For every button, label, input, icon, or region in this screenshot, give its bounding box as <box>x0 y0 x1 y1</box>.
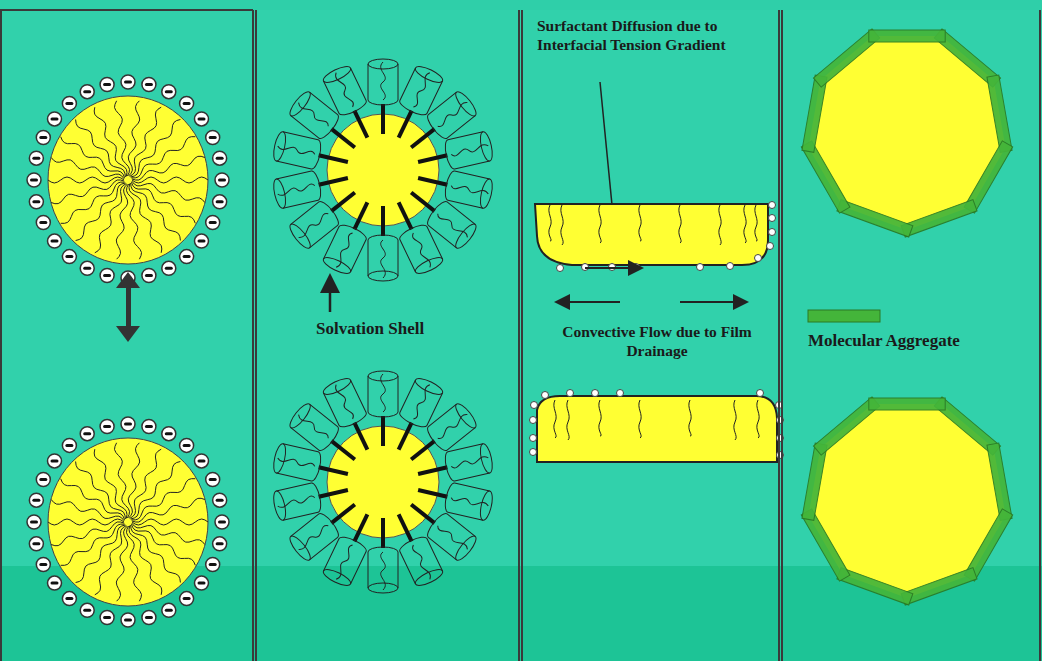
aggregate-droplet <box>801 397 1012 605</box>
charged-droplet <box>27 417 229 627</box>
label-text: Molecular Aggregate <box>808 330 1033 351</box>
solvated-droplet <box>271 59 494 281</box>
liquid-film <box>535 202 776 272</box>
label-text: Solvation Shell <box>316 318 506 339</box>
label-text: Surfactant Diffusion due to Interfacial … <box>537 16 752 55</box>
charged-droplet <box>27 75 229 285</box>
aggregate-droplet <box>801 29 1012 237</box>
liquid-film <box>530 390 784 463</box>
label-text: Convective Flow due to Film Drainage <box>552 322 762 361</box>
solvated-droplet <box>271 371 494 593</box>
